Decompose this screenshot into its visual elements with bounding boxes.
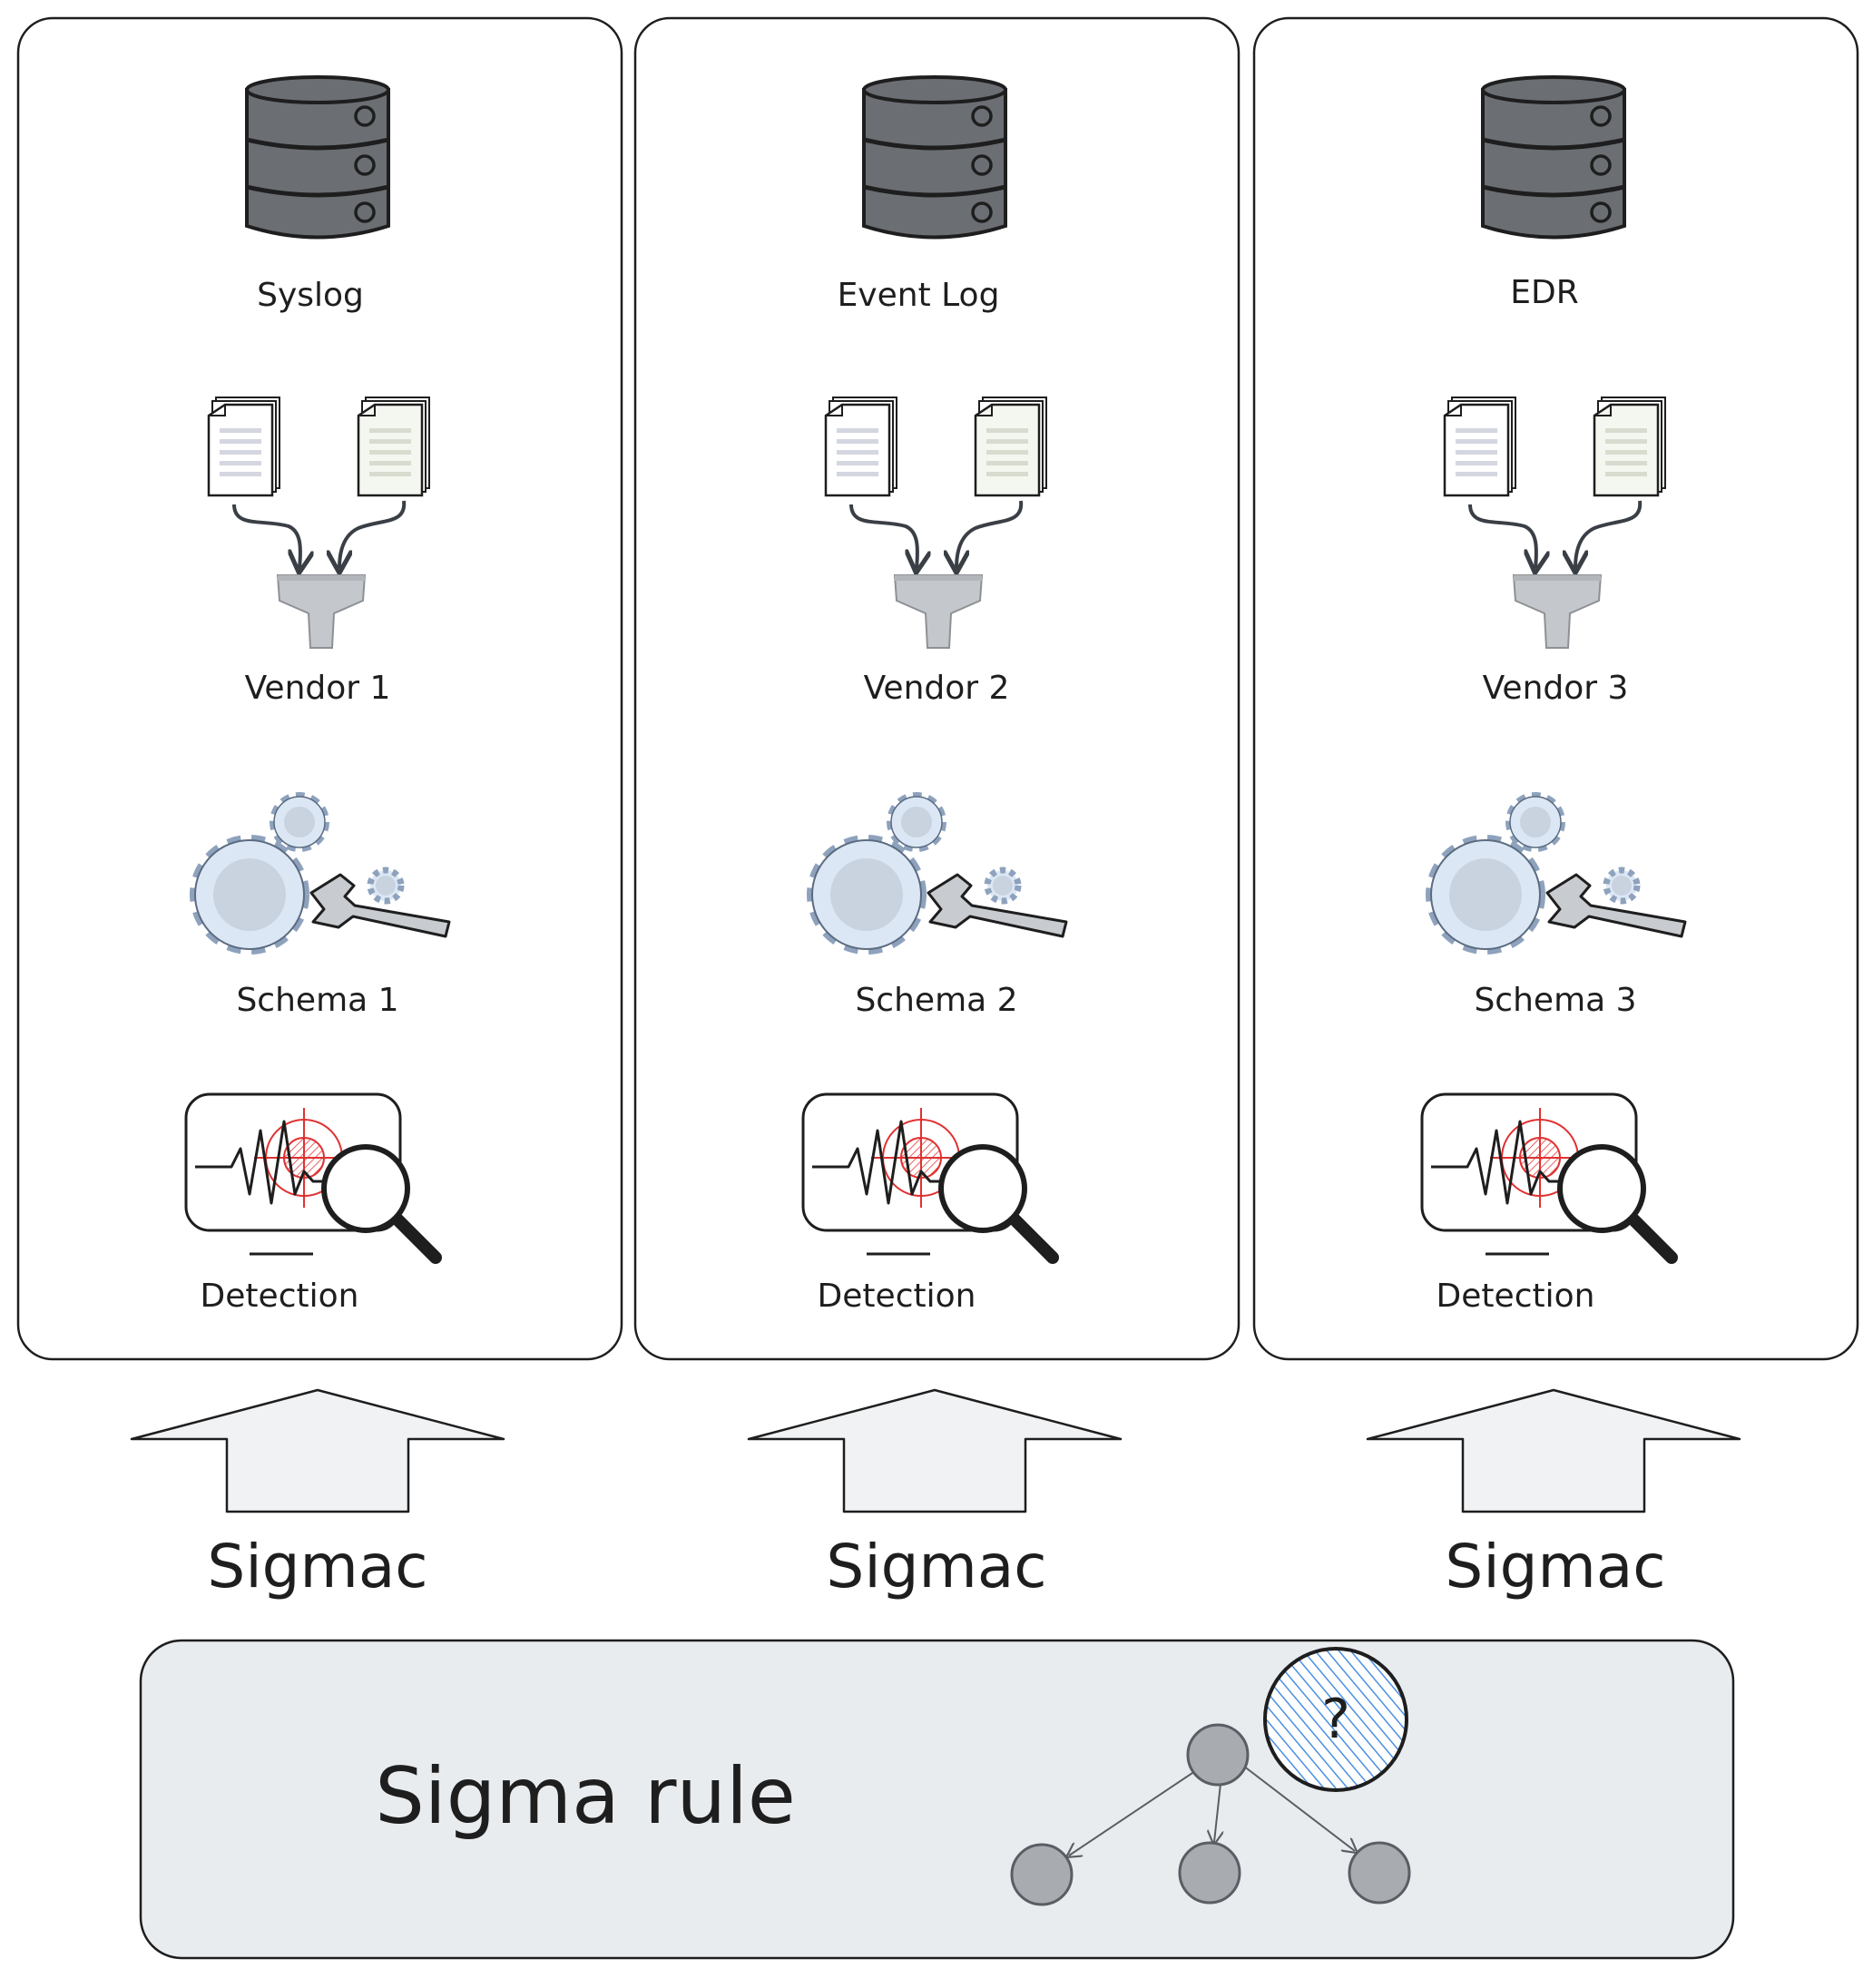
document-icon [1593,396,1667,497]
column-panel-3 [1252,16,1859,1361]
schema-label-3: Schema 3 [1474,982,1637,1019]
database-icon [1483,77,1624,238]
up-arrow-icon [1366,1388,1741,1513]
document-icon [974,396,1048,497]
column-panel-1 [16,16,623,1361]
source-label-3: EDR [1510,274,1579,311]
detection-label-1: Detection [200,1278,359,1315]
database-icon [247,77,388,238]
database-icon [864,77,1005,238]
document-icon [357,396,431,497]
detection-label-2: Detection [817,1278,976,1315]
question-mark: ? [1321,1688,1350,1751]
vendor-label-1: Vendor 1 [244,670,391,707]
tree-icon [1010,1723,1411,1906]
question-circle-icon: ? [1263,1647,1408,1792]
vendor-label-3: Vendor 3 [1482,670,1629,707]
detection-label-3: Detection [1436,1278,1595,1315]
schema-label-1: Schema 1 [236,982,399,1019]
merge-arrows [232,500,1643,568]
vendor-label-2: Vendor 2 [863,670,1010,707]
document-icon [207,396,281,497]
source-label-2: Event Log [837,277,1000,314]
schema-label-2: Schema 2 [855,982,1018,1019]
sigmac-label-2: Sigmac [826,1532,1047,1601]
sigmac-label-1: Sigmac [207,1532,428,1601]
up-arrow-icon [130,1388,505,1513]
document-icon [824,396,898,497]
column-panel-2 [633,16,1240,1361]
sigma-rule-label: Sigma rule [375,1751,796,1842]
document-icon [1443,396,1517,497]
source-label-1: Syslog [257,277,364,314]
up-arrow-icon [747,1388,1123,1513]
sigmac-label-3: Sigmac [1445,1532,1666,1601]
